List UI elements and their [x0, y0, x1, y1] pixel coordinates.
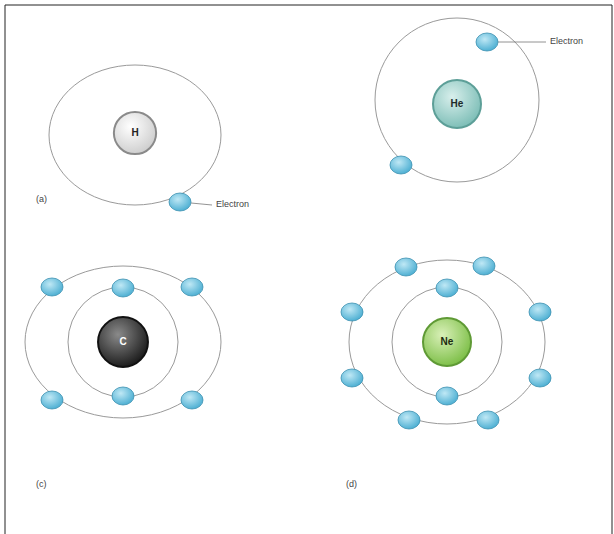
electron-label: Electron: [550, 36, 583, 47]
electron-label: Electron: [216, 199, 249, 210]
frame: [5, 5, 612, 534]
leader-lines: [191, 42, 546, 205]
element-symbol: C: [119, 337, 126, 347]
helium-nucleus: He: [432, 79, 482, 129]
element-symbol: He: [451, 99, 464, 109]
electrons: [41, 33, 551, 429]
carbon-nucleus: C: [97, 316, 149, 368]
panel-letter: (d): [346, 479, 357, 490]
panel-letter: (a): [36, 194, 47, 205]
panel-letter: (c): [36, 479, 47, 490]
element-symbol: Ne: [441, 337, 454, 347]
orbits: [25, 18, 545, 424]
neon-nucleus: Ne: [422, 317, 472, 367]
hydrogen-nucleus: H: [113, 111, 157, 155]
element-symbol: H: [131, 128, 138, 138]
